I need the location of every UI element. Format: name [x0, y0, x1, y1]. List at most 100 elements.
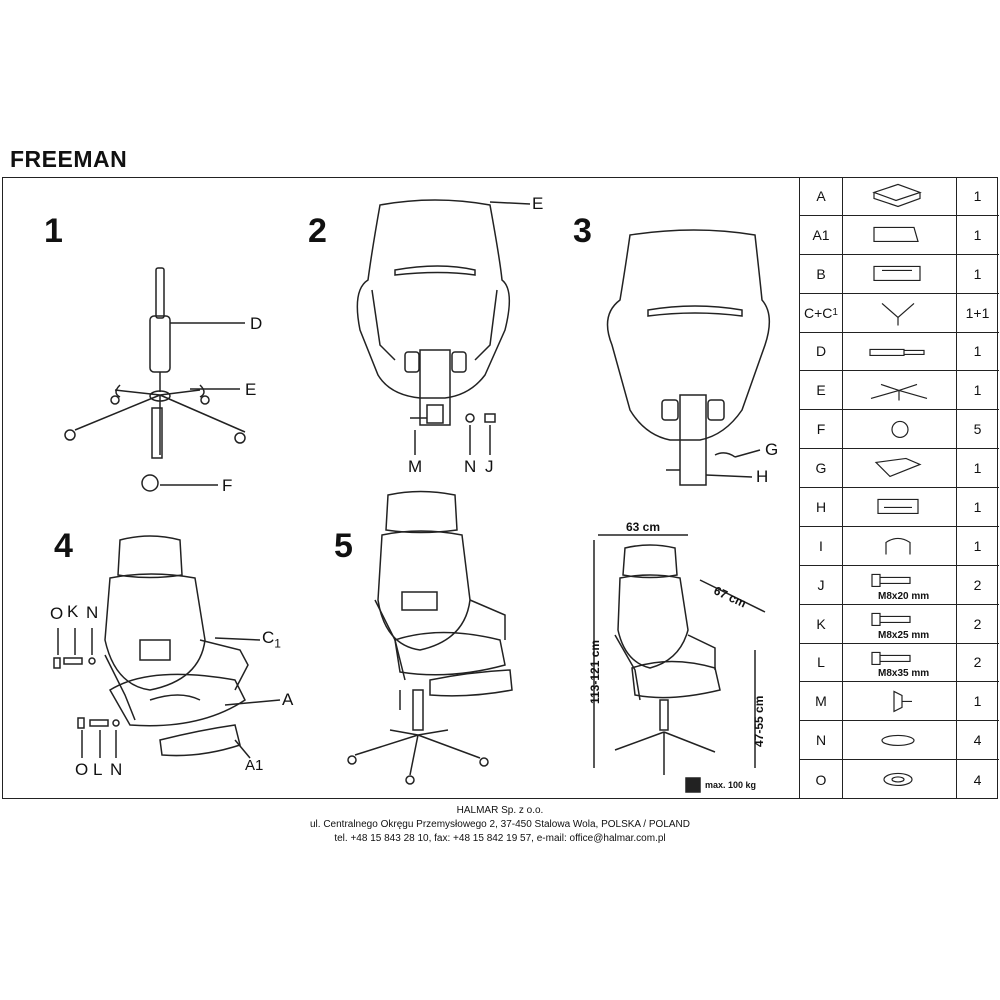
footrest-icon — [842, 215, 957, 254]
step4-label-o-bottom: O — [75, 760, 89, 779]
step-5-number: 5 — [334, 527, 353, 565]
part-quantity: 2 — [973, 576, 982, 593]
step2-label-j: J — [485, 457, 494, 476]
instruction-frame — [2, 177, 998, 799]
gas-lift-icon — [842, 332, 957, 371]
knob-icon — [842, 682, 957, 721]
step4-label-o-top: O — [50, 604, 64, 623]
step5-drawing — [347, 490, 513, 785]
step1-drawing — [64, 267, 246, 492]
part-letter: K — [800, 604, 843, 643]
part-letter: F — [800, 410, 843, 449]
part-letter: N — [800, 721, 843, 760]
part-quantity: 2 — [973, 654, 982, 671]
step-1-number: 1 — [44, 212, 63, 250]
washer-icon — [842, 760, 957, 799]
step4-label-n-top: N — [86, 603, 99, 622]
step3-label-h: H — [756, 467, 769, 486]
document-title: FREEMAN — [10, 146, 128, 172]
part-letter: A1 — [800, 215, 843, 254]
star-base-icon — [842, 371, 957, 410]
part-quantity: 1 — [973, 498, 982, 515]
parts-row: K M8x25 mm 2 — [800, 604, 999, 644]
backrest-icon — [842, 254, 957, 293]
part-letter: E — [800, 371, 843, 410]
part-spec: M8x20 mm — [878, 590, 930, 602]
step2-label-n: N — [464, 457, 477, 476]
spring-washer-icon — [842, 721, 957, 760]
step3-drawing — [606, 229, 771, 486]
footer-company: HALMAR Sp. z o.o. — [456, 805, 544, 816]
step1-label-e: E — [245, 380, 257, 399]
dimension-drawing — [593, 534, 766, 793]
step2-drawing — [356, 199, 531, 455]
part-spec: M8x35 mm — [878, 668, 930, 680]
part-quantity: 1 — [973, 265, 982, 282]
part-quantity: 1 — [973, 226, 982, 243]
step4-label-k-top: K — [67, 602, 79, 621]
part-letter: H — [800, 488, 843, 526]
part-letter: G — [800, 449, 843, 487]
dimension-seat-height: 47-55 cm — [752, 695, 766, 747]
step4-label-n-bottom: N — [110, 760, 123, 779]
bolt-icon: M8x35 mm — [842, 643, 957, 682]
caster-icon — [842, 410, 957, 449]
step1-label-d: D — [250, 314, 263, 333]
step1-label-f: F — [222, 476, 233, 495]
step2-label-m: M — [408, 457, 423, 476]
step-4-number: 4 — [54, 527, 73, 565]
bolt-icon: M8x20 mm — [842, 565, 957, 604]
part-letter: J — [800, 565, 843, 604]
seat-icon — [842, 177, 957, 215]
step3-label-g: G — [765, 440, 779, 459]
parts-row: A1 1 — [800, 215, 999, 255]
part-quantity: 4 — [973, 771, 982, 788]
step4-label-c: C1 — [262, 628, 281, 651]
part-quantity: 1 — [973, 382, 982, 399]
bolt-icon: M8x25 mm — [842, 604, 957, 643]
footer-contact: tel. +48 15 843 28 10, fax: +48 15 842 1… — [334, 833, 666, 844]
part-spec: M8x25 mm — [878, 629, 930, 641]
part-quantity: 4 — [973, 732, 982, 749]
step4-label-a1: A1 — [245, 757, 264, 774]
step4-label-l-bottom: L — [93, 760, 103, 779]
part-quantity: 2 — [973, 615, 982, 632]
bracket-icon — [842, 488, 957, 526]
part-quantity: 1 — [973, 693, 982, 710]
part-quantity: 1 — [973, 187, 982, 204]
part-letter: M — [800, 682, 843, 721]
step4-drawing — [53, 535, 281, 759]
step4-label-a: A — [282, 690, 294, 709]
mechanism-icon — [842, 449, 957, 487]
dimension-height: 113-121 cm — [588, 639, 602, 704]
part-quantity: 1 — [973, 537, 982, 554]
step-3-number: 3 — [573, 212, 592, 250]
part-letter: I — [800, 526, 843, 565]
part-quantity: 1 — [973, 460, 982, 477]
footer-address: ul. Centralnego Okręgu Przemysłowego 2, … — [309, 819, 690, 830]
step-2-number: 2 — [308, 212, 327, 250]
part-letter: D — [800, 332, 843, 371]
parts-row: J M8x20 mm 2 — [800, 565, 999, 605]
part-quantity: 5 — [973, 421, 982, 438]
part-letter: A — [800, 177, 843, 215]
clip-icon — [842, 526, 957, 565]
part-letter: B — [800, 254, 843, 293]
part-letter: O — [800, 760, 843, 799]
max-load-label: max. 100 kg — [705, 780, 757, 790]
